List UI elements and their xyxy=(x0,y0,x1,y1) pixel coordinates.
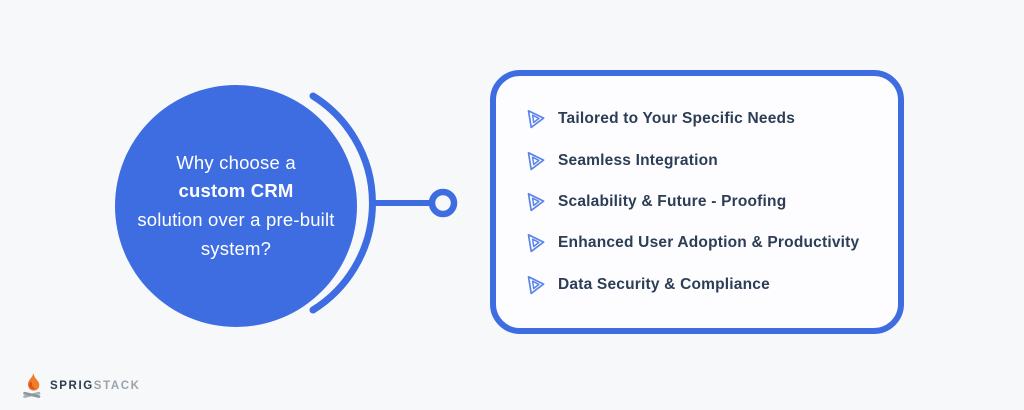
arrow-right-icon xyxy=(524,107,548,131)
question-text: Why choose a custom CRM solution over a p… xyxy=(132,149,340,264)
sprigstack-logo: SPRIGSTACK xyxy=(22,372,141,400)
benefit-label: Data Security & Compliance xyxy=(558,275,770,293)
logo-text-bold: SPRIG xyxy=(50,380,94,392)
logo-text: SPRIGSTACK xyxy=(50,380,141,392)
list-item: Tailored to Your Specific Needs xyxy=(524,107,880,131)
question-text-after: solution over a pre-built system? xyxy=(137,209,335,259)
arrow-right-icon xyxy=(524,190,548,214)
list-item: Scalability & Future - Proofing xyxy=(524,190,880,214)
arrow-right-icon xyxy=(524,149,548,173)
campfire-icon xyxy=(22,372,44,400)
list-item: Seamless Integration xyxy=(524,149,880,173)
benefits-box: Tailored to Your Specific Needs Seamless… xyxy=(490,70,904,334)
benefit-label: Tailored to Your Specific Needs xyxy=(558,110,796,128)
benefit-label: Seamless Integration xyxy=(558,151,718,169)
question-text-bold: custom CRM xyxy=(178,180,294,202)
list-item: Data Security & Compliance xyxy=(524,273,880,297)
question-circle: Why choose a custom CRM solution over a p… xyxy=(115,85,357,327)
arrow-right-icon xyxy=(524,231,548,255)
list-item: Enhanced User Adoption & Productivity xyxy=(524,231,880,255)
logo-text-light: STACK xyxy=(93,380,141,392)
benefit-label: Scalability & Future - Proofing xyxy=(558,192,787,210)
benefit-label: Enhanced User Adoption & Productivity xyxy=(558,234,860,252)
arrow-right-icon xyxy=(524,273,548,297)
connector-ring xyxy=(428,188,458,218)
question-text-before: Why choose a xyxy=(176,151,296,173)
